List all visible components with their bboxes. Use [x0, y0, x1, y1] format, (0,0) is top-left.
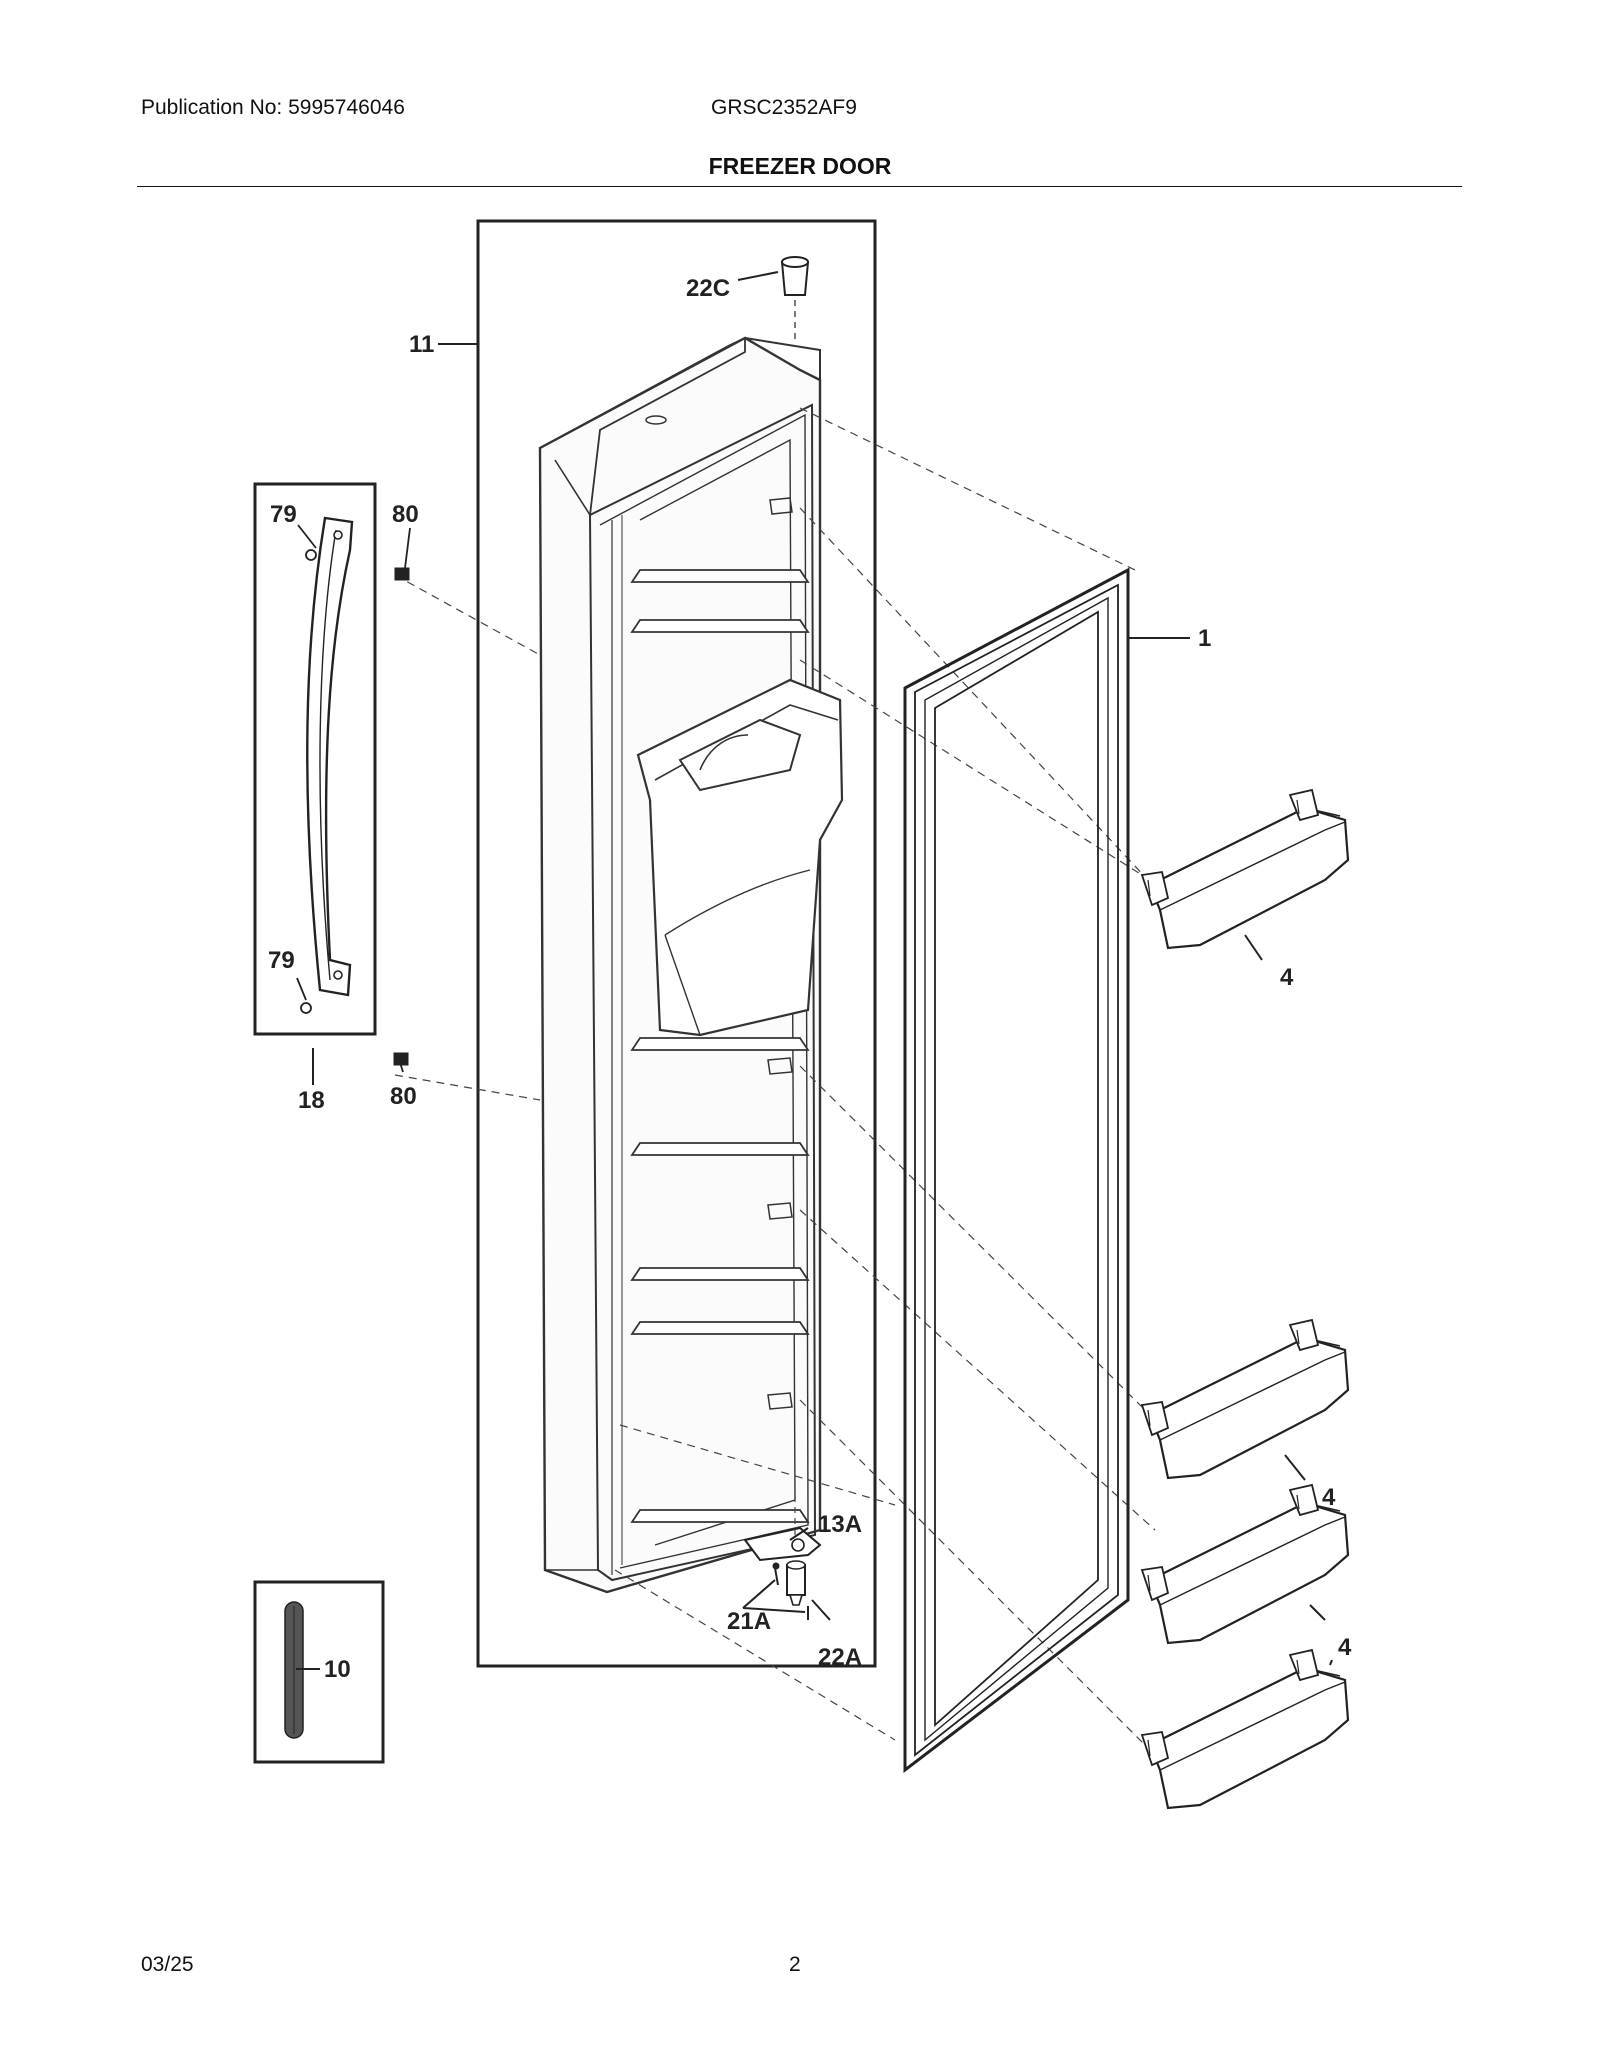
screw-80-top: [394, 527, 411, 581]
handle-assembly-frame: [253, 482, 377, 1036]
hinge-bracket-13a: [743, 1526, 822, 1562]
header-divider: [137, 186, 1462, 187]
footer-date: 03/25: [141, 1953, 194, 1976]
callout-10: 10: [324, 1656, 351, 1683]
callout-4-lower: 4: [1338, 1634, 1352, 1661]
screw-79-bottom: [296, 977, 312, 1014]
door-handle: [306, 516, 354, 997]
screw-80-bottom: [393, 1052, 409, 1073]
callout-21a: 21A: [727, 1608, 771, 1635]
callout-22c: 22C: [686, 275, 730, 302]
callout-1: 1: [1198, 625, 1211, 652]
plug-22c: [780, 256, 810, 340]
publication-number: Publication No: 5995746046: [141, 96, 405, 119]
callout-80-top: 80: [392, 501, 419, 528]
callout-79-bottom: 79: [268, 947, 295, 974]
callout-22a: 22A: [818, 1644, 862, 1671]
alignment-lines: [394, 407, 1156, 1746]
hinge-pin-22a: [786, 1560, 806, 1606]
callout-79-top: 79: [270, 501, 297, 528]
callout-4-middle: 4: [1322, 1484, 1336, 1511]
callout-4-top: 4: [1280, 964, 1294, 991]
door-panel: [538, 336, 844, 1594]
door-gasket: [903, 567, 1130, 1774]
screw-21a: [772, 1562, 809, 1620]
callout-80-bottom: 80: [390, 1083, 417, 1110]
door-bin-2: [1140, 1318, 1350, 1480]
page-title: FREEZER DOOR: [708, 153, 892, 179]
screw-79-top: [297, 524, 317, 561]
model-number: GRSC2352AF9: [711, 96, 857, 119]
leader-lines: [296, 271, 1333, 1670]
callout-11: 11: [409, 331, 434, 358]
page-number: 2: [789, 1953, 801, 1976]
tube-kit-frame: [253, 1580, 385, 1764]
callout-13a: 13A: [818, 1511, 862, 1538]
callout-18: 18: [298, 1087, 325, 1114]
door-assembly-frame: [476, 219, 877, 1668]
door-bin-top: [1140, 788, 1350, 950]
door-bin-3: [1140, 1483, 1350, 1645]
door-bin-4: [1140, 1648, 1350, 1810]
